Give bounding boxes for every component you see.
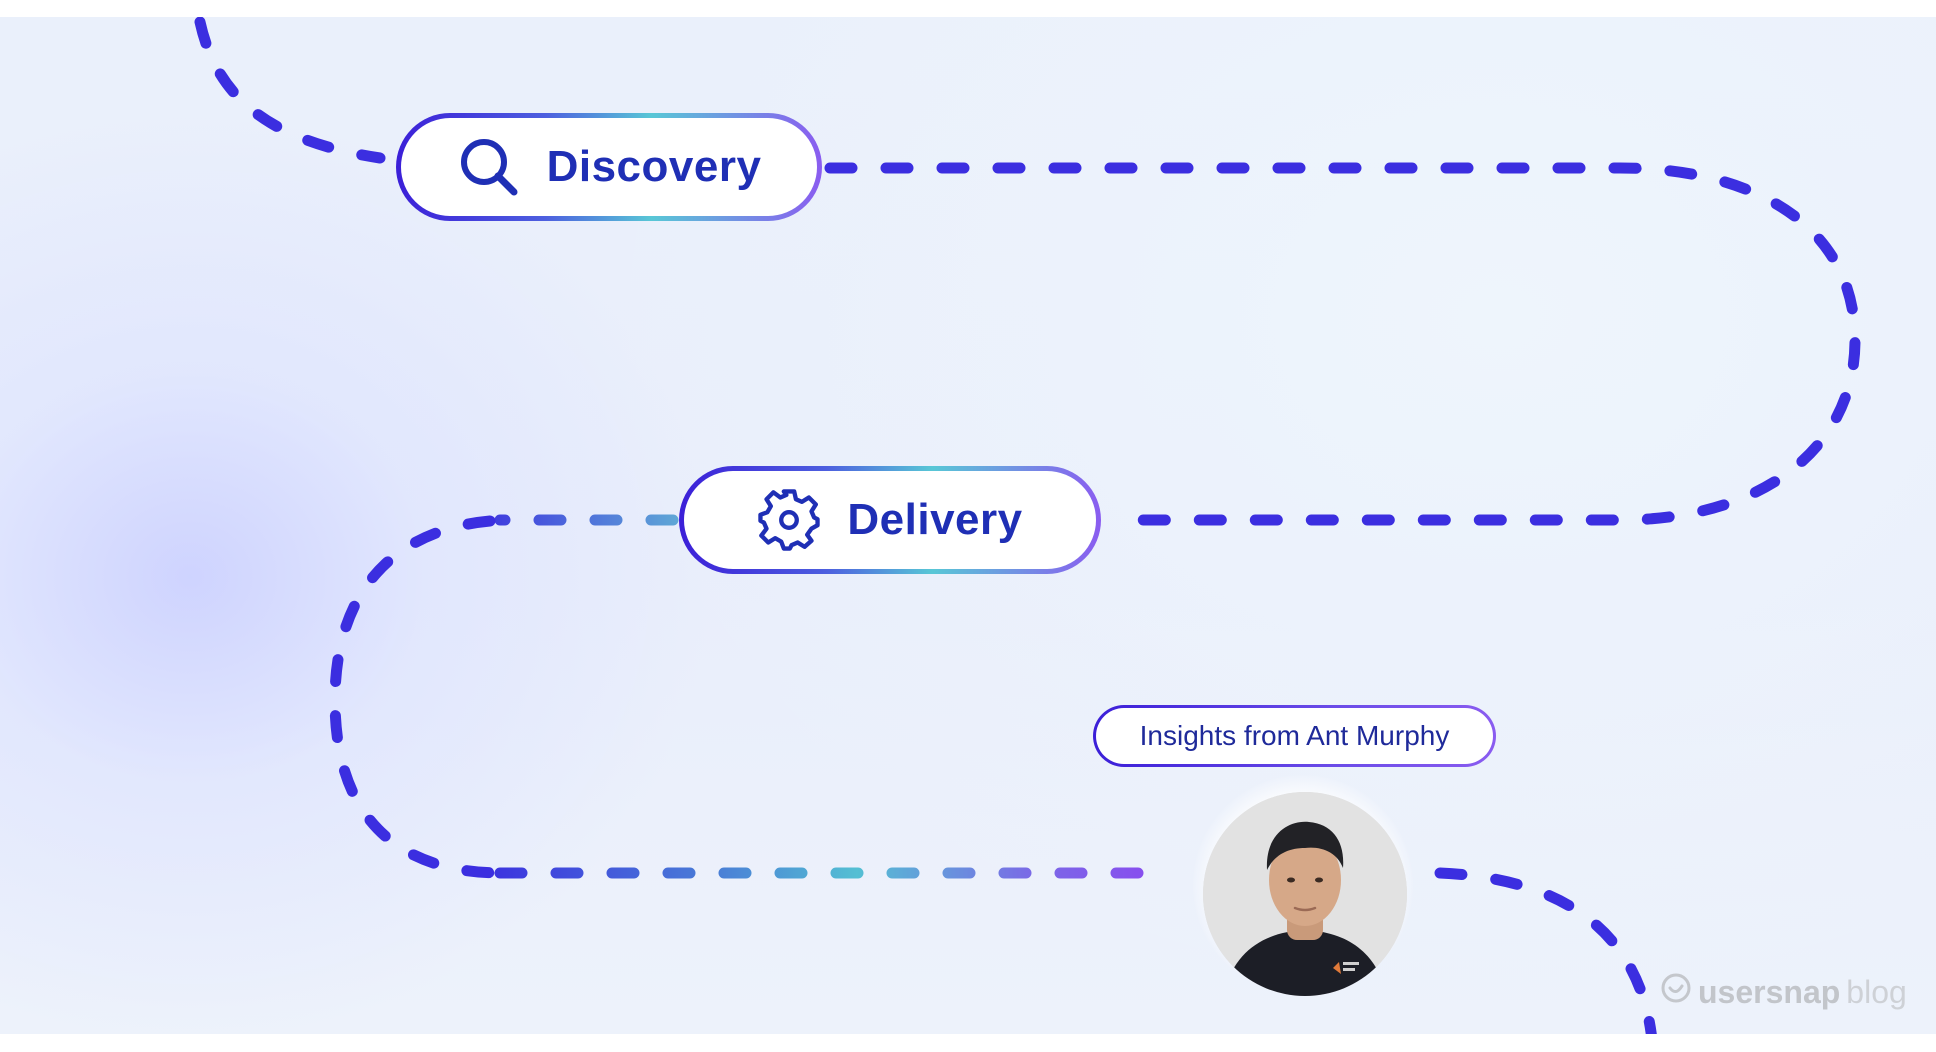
discovery-label: Discovery: [546, 142, 762, 191]
hero-banner: Discovery Delivery Insights from Ant Mur…: [0, 17, 1936, 1034]
path-segment-exit: [1434, 867, 1657, 1034]
brand-suffix: blog: [1846, 973, 1907, 1010]
discovery-stage-pill: Discovery: [396, 113, 822, 221]
speaker-tag-text: Insights from Ant Murphy: [1096, 708, 1493, 764]
delivery-stage-pill: Delivery: [679, 466, 1101, 574]
portrait-photo: [1203, 792, 1407, 996]
path-segment-loop-right: [824, 162, 1861, 526]
usersnap-blog-brand: usersnap blog: [1660, 972, 1907, 1012]
gear-icon: [757, 488, 821, 552]
brand-name: usersnap: [1698, 973, 1841, 1010]
path-segment-loop-left: [329, 515, 506, 879]
path-segment-entry: [194, 17, 386, 164]
avatar: [1203, 792, 1407, 996]
usersnap-logo-icon: [1660, 972, 1692, 1012]
delivery-label: Delivery: [847, 495, 1023, 544]
dashed-roadmap-path: [194, 17, 1861, 1034]
search-icon: [457, 135, 521, 199]
speaker-tag: Insights from Ant Murphy: [1093, 705, 1496, 767]
